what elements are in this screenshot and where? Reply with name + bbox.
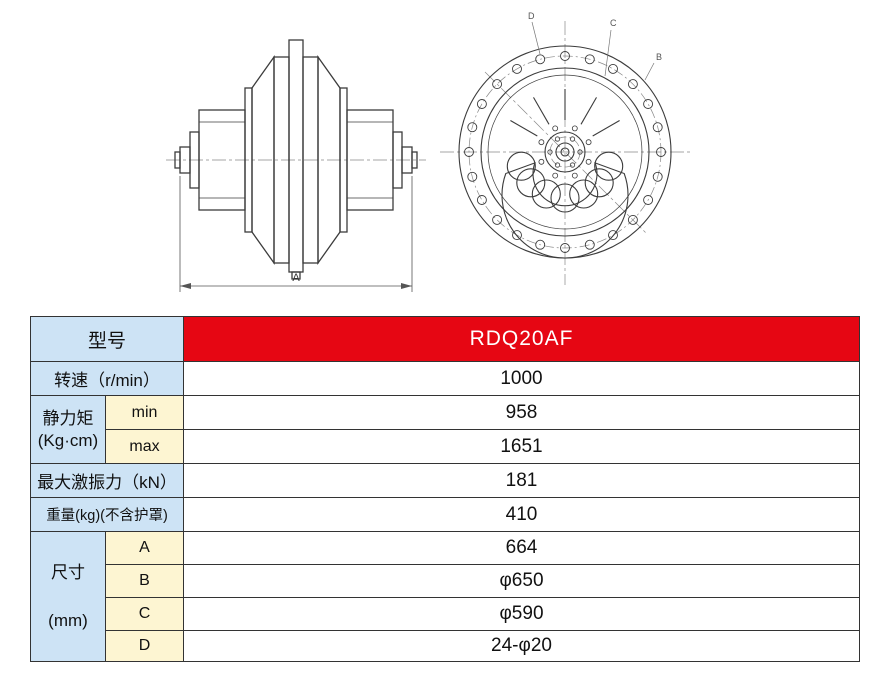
table-row-static-max: max 1651 bbox=[31, 429, 860, 464]
size-label-cell: 尺寸 (mm) bbox=[30, 531, 106, 662]
dim-b-key-cell: B bbox=[104, 564, 185, 598]
side-view-drawing: A bbox=[166, 39, 426, 292]
technical-drawings: A bbox=[166, 11, 690, 292]
weight-holes bbox=[506, 151, 624, 213]
table-row-dim-d: D 24-φ20 bbox=[31, 630, 860, 662]
front-view-drawing: D C B bbox=[440, 11, 690, 285]
max-value-cell: 1651 bbox=[183, 429, 860, 464]
model-label-cell: 型号 bbox=[29, 316, 185, 362]
dim-b-value-cell: φ650 bbox=[183, 564, 860, 598]
size-label-line1: 尺寸 bbox=[51, 563, 85, 583]
min-label-cell: min bbox=[104, 395, 185, 430]
callout-c-label: C bbox=[610, 18, 617, 28]
speed-label-cell: 转速（r/min） bbox=[29, 361, 185, 396]
max-label-cell: max bbox=[104, 429, 185, 464]
static-moment-label-cell: 静力矩 (Kg·cm) bbox=[30, 395, 106, 464]
table-row-dim-c: C φ590 bbox=[31, 597, 860, 631]
size-label-line2: (mm) bbox=[48, 610, 88, 630]
table-row-static-min: 静力矩 (Kg·cm) min 958 bbox=[30, 395, 860, 464]
weight-label-cell: 重量(kg)(不含护罩) bbox=[29, 497, 185, 532]
callout-d-label: D bbox=[528, 11, 535, 21]
table-row-speed: 转速（r/min） 1000 bbox=[29, 361, 860, 396]
force-value-cell: 181 bbox=[183, 463, 860, 498]
dim-c-key-cell: C bbox=[104, 597, 185, 631]
speed-value-cell: 1000 bbox=[183, 361, 860, 396]
dim-d-value-cell: 24-φ20 bbox=[183, 630, 860, 662]
spec-table: 型号 RDQ20AF 转速（r/min） 1000 静力矩 (Kg·cm) mi… bbox=[29, 316, 860, 662]
dimension-a-label: A bbox=[292, 272, 300, 284]
bolt-holes bbox=[464, 51, 666, 253]
dim-d-key-cell: D bbox=[104, 630, 185, 662]
force-label-cell: 最大激振力（kN） bbox=[29, 463, 185, 498]
dim-c-value-cell: φ590 bbox=[183, 597, 860, 631]
table-row-weight: 重量(kg)(不含护罩) 410 bbox=[29, 497, 860, 532]
static-moment-label-line2: (Kg·cm) bbox=[37, 430, 99, 450]
table-row-dim-b: B φ650 bbox=[31, 564, 860, 598]
table-row-dim-a: 尺寸 (mm) A 664 bbox=[30, 531, 860, 662]
dim-a-value-cell: 664 bbox=[183, 531, 860, 565]
table-row-model: 型号 RDQ20AF bbox=[29, 316, 860, 362]
dim-a-key-cell: A bbox=[104, 531, 185, 565]
table-row-force: 最大激振力（kN） 181 bbox=[29, 463, 860, 498]
callout-b-label: B bbox=[656, 52, 662, 62]
static-moment-label-line1: 静力矩 bbox=[42, 409, 94, 429]
weight-value-cell: 410 bbox=[183, 497, 860, 532]
model-value-cell: RDQ20AF bbox=[183, 316, 860, 362]
min-value-cell: 958 bbox=[183, 395, 860, 430]
